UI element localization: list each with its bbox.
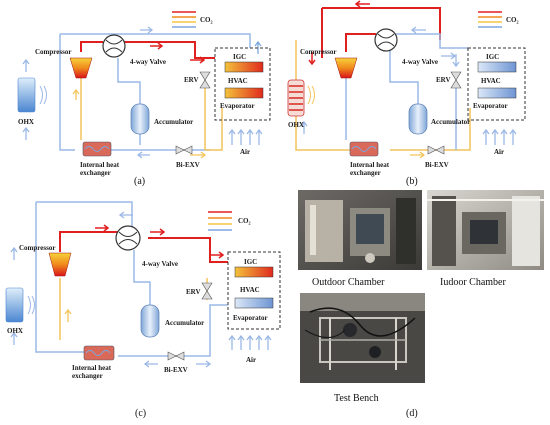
- panel-caption: (a): [134, 176, 145, 187]
- bi-exv-label: Bi-EXV: [425, 161, 449, 169]
- ihx-label-line1: Internal heat: [80, 161, 120, 169]
- ohx-coil-icon: [287, 79, 305, 117]
- accumulator-icon: [140, 304, 160, 338]
- panel-d: Outdoor Chamber Iudoor Chamber Test Benc…: [298, 190, 544, 419]
- legend-label: CO₂: [506, 16, 519, 24]
- valve-label: 4-way Valve: [402, 58, 438, 66]
- photo-test-bench: [300, 293, 425, 383]
- accumulator-label: Accumulator: [165, 319, 204, 327]
- erv-label: ERV: [436, 76, 451, 84]
- bi-exv-icon: [167, 351, 185, 361]
- compressor-icon: [69, 57, 93, 79]
- ohx-label: OHX: [7, 327, 23, 335]
- panel-caption: (c): [135, 408, 146, 419]
- legend-label: CO₂: [200, 16, 213, 24]
- panel-caption: (d): [406, 408, 418, 419]
- ohx-label: OHX: [288, 121, 304, 129]
- erv-valve-icon: [199, 71, 211, 89]
- evaporator-label: Evaporator: [473, 102, 508, 110]
- evaporator-label: Evaporator: [233, 314, 268, 322]
- co2-legend: CO₂: [478, 11, 519, 28]
- hvac-box: [227, 251, 281, 330]
- air-arrows: [228, 334, 272, 350]
- ihx-label-line2: exchanger: [72, 372, 103, 380]
- photo-outdoor-chamber: [298, 190, 422, 270]
- ihx-icon: [83, 345, 115, 361]
- photo-caption-outdoor: Outdoor Chamber: [312, 277, 385, 288]
- compressor-icon: [48, 252, 72, 277]
- bi-exv-icon: [427, 145, 445, 155]
- bi-exv-label: Bi-EXV: [164, 366, 188, 374]
- air-label: Air: [246, 356, 256, 364]
- hvac-label: HVAC: [228, 77, 248, 85]
- air-arrows: [228, 128, 263, 145]
- compressor-label: Compressor: [35, 48, 71, 56]
- accumulator-icon: [408, 103, 428, 135]
- evaporator-coil-icon: [234, 297, 274, 309]
- valve-label: 4-way Valve: [142, 260, 178, 268]
- hvac-box: [214, 47, 271, 121]
- evaporator-coil-icon: [224, 87, 264, 99]
- accumulator-label: Accumulator: [154, 118, 193, 126]
- panel-caption: (b): [406, 176, 418, 187]
- ihx-label-line2: exchanger: [350, 169, 381, 177]
- four-way-valve-icon: [102, 34, 126, 58]
- compressor-icon: [334, 57, 358, 79]
- compressor-label: Compressor: [300, 48, 336, 56]
- igc-coil-icon: [477, 61, 517, 73]
- bi-exv-icon: [175, 145, 193, 155]
- photo-indoor-chamber: [427, 190, 544, 270]
- ihx-label-line1: Internal heat: [72, 364, 112, 372]
- valve-label: 4-way Valve: [130, 58, 166, 66]
- evaporator-coil-icon: [477, 87, 517, 99]
- erv-label: ERV: [184, 76, 199, 84]
- igc-label: IGC: [244, 258, 257, 266]
- ohx-label: OHX: [18, 118, 34, 126]
- four-way-valve-icon: [374, 28, 398, 52]
- air-label: Air: [494, 148, 504, 156]
- hvac-label: HVAC: [240, 286, 260, 294]
- evaporator-label: Evaporator: [220, 102, 255, 110]
- panel-a: CO₂ Compressor: [17, 11, 271, 187]
- erv-valve-icon: [450, 71, 462, 89]
- hvac-label: HVAC: [481, 77, 501, 85]
- panel-b: CO₂ Compressor 4-way Valve: [287, 0, 526, 187]
- four-way-valve-icon: [115, 225, 141, 251]
- compressor-label: Compressor: [19, 244, 55, 252]
- photo-caption-bench: Test Bench: [334, 393, 379, 404]
- co2-legend: CO₂: [208, 211, 251, 231]
- ihx-label-line2: exchanger: [80, 169, 111, 177]
- legend-label: CO₂: [238, 217, 251, 225]
- igc-coil-icon: [224, 61, 264, 73]
- co2-legend: CO₂: [172, 11, 213, 28]
- air-arrows: [482, 128, 517, 145]
- ihx-icon: [82, 141, 112, 157]
- air-label: Air: [240, 148, 250, 156]
- igc-label: IGC: [486, 53, 499, 61]
- panel-c: CO₂ Compressor 4-way: [5, 201, 281, 419]
- bi-exv-label: Bi-EXV: [176, 161, 200, 169]
- erv-label: ERV: [186, 288, 201, 296]
- accumulator-icon: [130, 103, 150, 135]
- ihx-icon: [349, 141, 379, 157]
- accumulator-label: Accumulator: [431, 118, 470, 126]
- hvac-box: [467, 47, 526, 121]
- erv-valve-icon: [201, 282, 213, 300]
- igc-label: IGC: [233, 53, 246, 61]
- ihx-label-line1: Internal heat: [350, 161, 390, 169]
- ohx-icon: [5, 287, 24, 323]
- ohx-icon: [17, 77, 36, 113]
- photo-caption-indoor: Iudoor Chamber: [440, 277, 506, 288]
- igc-coil-icon: [234, 266, 274, 278]
